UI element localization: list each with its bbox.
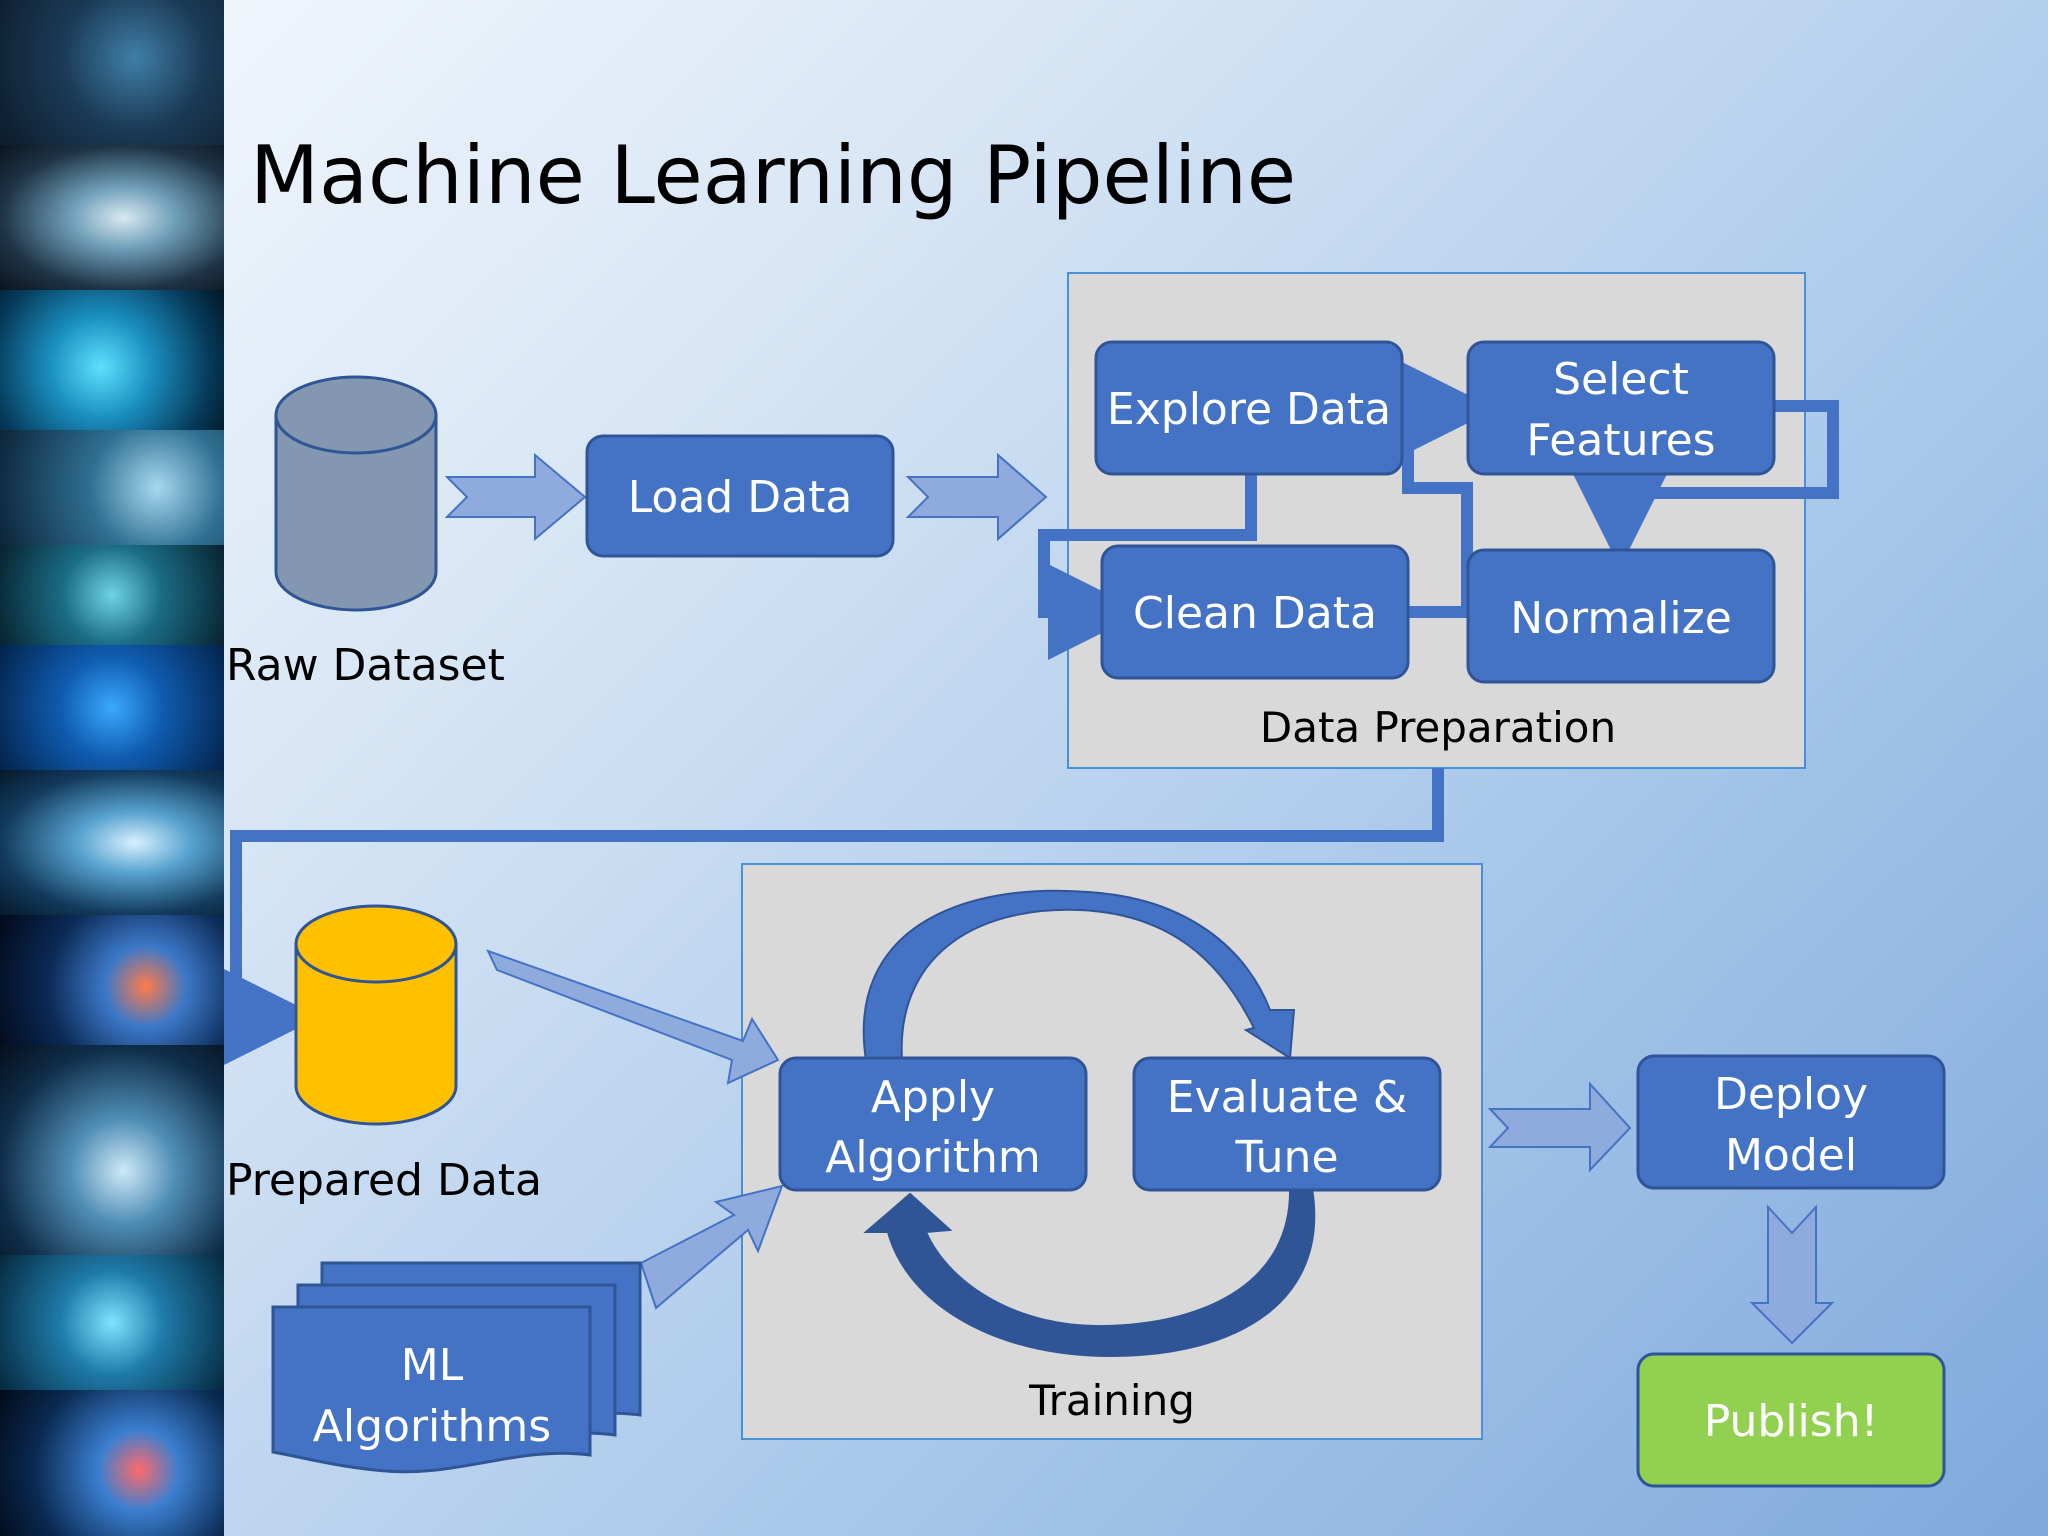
data-preparation-label: Data Preparation (1260, 703, 1616, 752)
brain-image-5 (0, 545, 224, 645)
apply-algorithm-box[interactable] (778, 1056, 1088, 1192)
load-data-box[interactable] (585, 434, 895, 558)
explore-data-label: Explore Data (1107, 384, 1391, 435)
arrow-training-to-deploy (1487, 1081, 1632, 1173)
brain-image-8 (0, 915, 224, 1045)
ml-algorithms-label-line1: ML (401, 1340, 464, 1391)
brain-image-7 (0, 770, 224, 915)
deploy-model-label-line1: Deploy (1714, 1069, 1868, 1120)
arrow-raw-to-load (444, 452, 587, 542)
evaluate-tune-box[interactable] (1132, 1056, 1442, 1192)
apply-algorithm-label-line2: Algorithm (825, 1132, 1041, 1183)
apply-algorithm-label-line1: Apply (871, 1072, 995, 1123)
clean-data-label: Clean Data (1133, 588, 1377, 639)
publish-box[interactable] (1636, 1352, 1946, 1488)
raw-dataset-cylinder (274, 375, 438, 612)
connector-select-to-normalize (1572, 400, 1839, 568)
normalize-box[interactable] (1466, 548, 1776, 684)
training-cycle-bottom-arrow (863, 1187, 1316, 1358)
select-features-box[interactable] (1466, 340, 1776, 476)
prepared-data-cylinder (294, 904, 458, 1126)
brain-image-2 (0, 145, 224, 290)
brain-image-11 (0, 1390, 224, 1536)
brain-image-3 (0, 290, 224, 430)
brain-image-9 (0, 1045, 224, 1255)
ml-algorithms-docs[interactable] (271, 1261, 642, 1474)
normalize-label: Normalize (1510, 593, 1732, 644)
training-cycle-top-arrow (862, 889, 1296, 1061)
deploy-model-label-line2: Model (1725, 1130, 1857, 1181)
select-features-label-line2: Features (1526, 415, 1715, 466)
publish-label: Publish! (1704, 1396, 1878, 1447)
explore-data-box[interactable] (1094, 340, 1404, 476)
training-label: Training (1028, 1376, 1195, 1425)
arrow-deploy-to-publish (1749, 1204, 1835, 1345)
prepared-data-label: Prepared Data (226, 1155, 542, 1206)
raw-dataset-label: Raw Dataset (226, 640, 505, 691)
slide-title: Machine Learning Pipeline (250, 129, 1296, 222)
select-features-label-line1: Select (1553, 354, 1689, 405)
clean-data-box[interactable] (1100, 544, 1410, 680)
connector-explore-to-clean (1038, 473, 1257, 660)
brain-image-4 (0, 430, 224, 545)
brain-image-10 (0, 1255, 224, 1390)
deploy-model-box[interactable] (1636, 1054, 1946, 1190)
evaluate-tune-label-line1: Evaluate & (1167, 1072, 1408, 1123)
arrow-algorithms-to-apply (639, 1184, 784, 1310)
arrow-prepared-to-apply (486, 949, 780, 1085)
brain-image-strip (0, 0, 224, 1536)
connector-clean-to-select (1400, 361, 1496, 618)
ml-algorithms-label-line2: Algorithms (313, 1401, 551, 1452)
arrow-load-to-prep (905, 452, 1048, 542)
connector-prep-to-prepared (224, 768, 1444, 1065)
evaluate-tune-label-line2: Tune (1234, 1132, 1338, 1183)
load-data-label: Load Data (628, 472, 853, 523)
brain-image-1 (0, 0, 224, 145)
brain-image-6 (0, 645, 224, 770)
